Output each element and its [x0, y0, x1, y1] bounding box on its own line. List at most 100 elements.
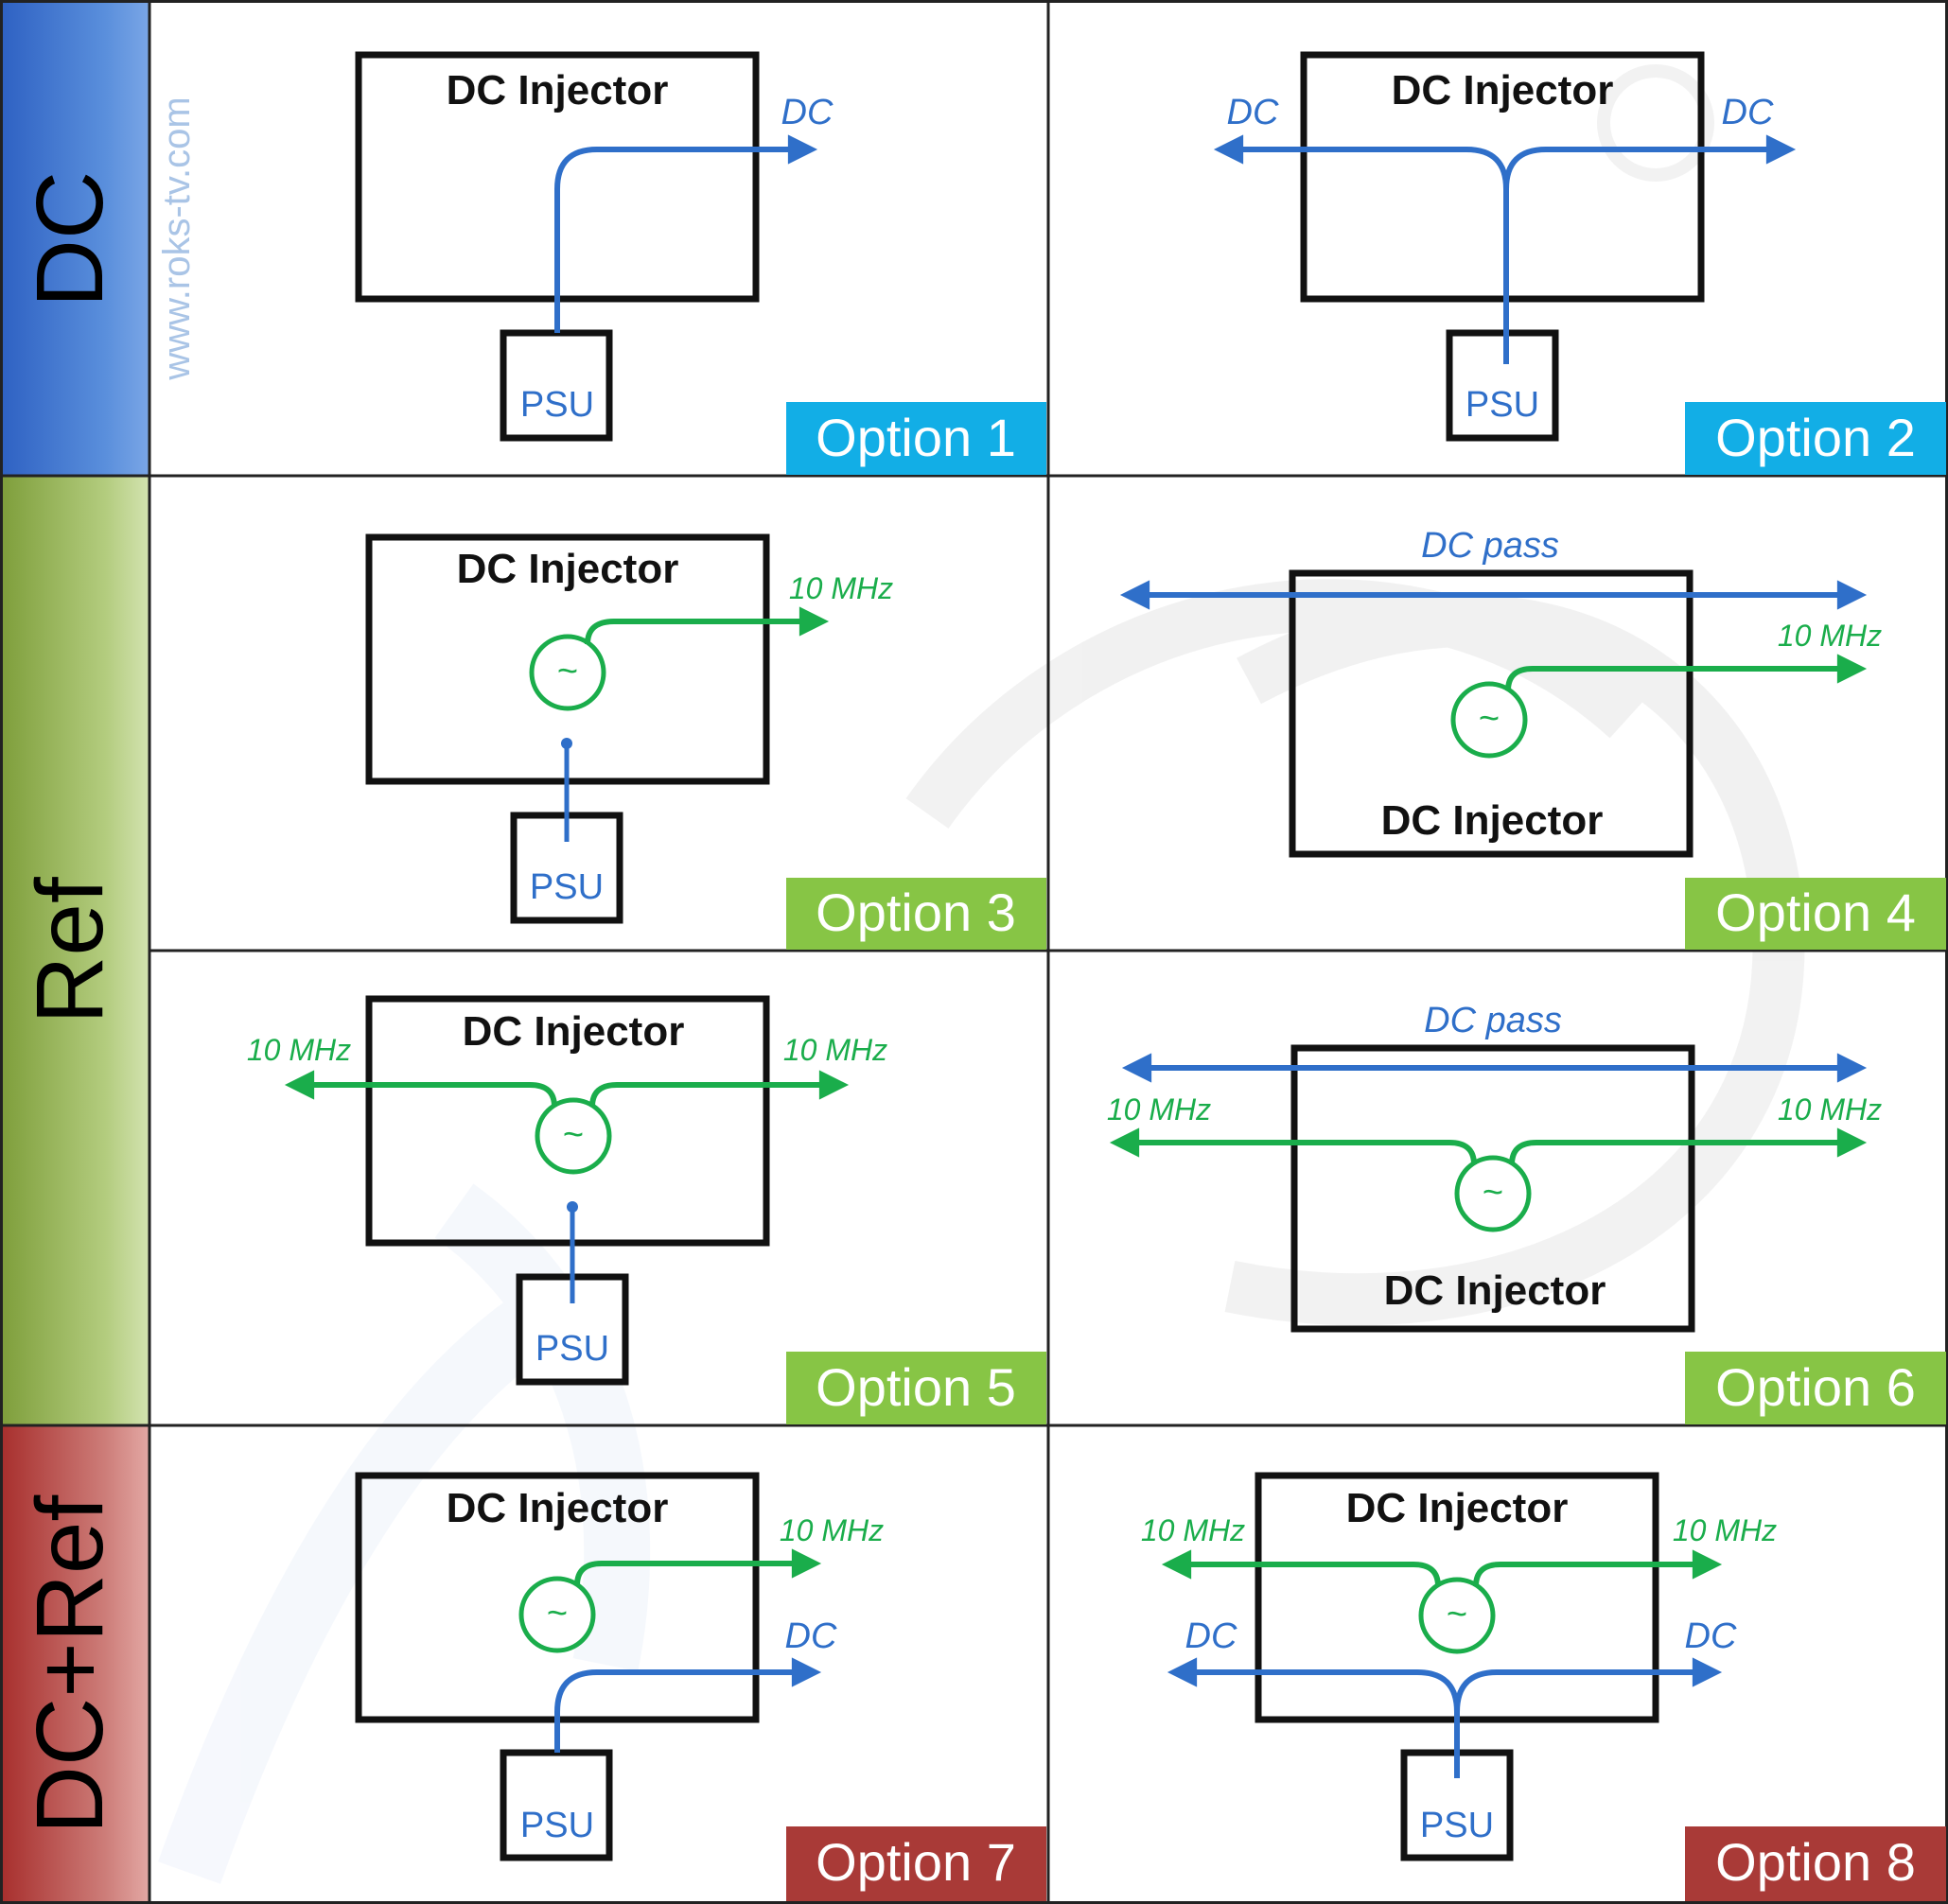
dc-pass-label: DC pass: [1421, 526, 1559, 566]
injector-box: [1300, 51, 1705, 303]
option-5-diagram: DC Injector ~ PSU 10 MHz 10 MHz: [247, 995, 887, 1386]
option-6-diagram: DC Injector DC pass ~ 10 MHz 10 MHz: [1107, 1001, 1882, 1333]
dc-left-label: DC: [1185, 1616, 1237, 1656]
oscillator-icon: [1418, 1577, 1496, 1654]
ref-right-label: 10 MHz: [1673, 1513, 1777, 1547]
psu-box: [1446, 329, 1559, 442]
option-tags: Option 1 Option 2 Option 3 Option 4 Opti…: [786, 402, 1946, 1901]
dc-output-label: DC: [781, 93, 834, 132]
injector-label: DC Injector: [1392, 67, 1614, 114]
psu-label: PSU: [1465, 385, 1539, 425]
ref-left-label: 10 MHz: [1107, 1092, 1211, 1127]
ref-left-label: 10 MHz: [247, 1033, 351, 1067]
injector-box: [1290, 1044, 1695, 1333]
ref-right-label: 10 MHz: [783, 1033, 887, 1067]
option-2-diagram: DC Injector PSU DC DC: [1213, 51, 1797, 442]
ref-line-right: [1473, 1549, 1723, 1587]
psu-box: [500, 1749, 613, 1861]
dc-output-label: DC: [785, 1616, 837, 1656]
dc-right-label: DC: [1722, 93, 1774, 132]
svg-text:Option 1: Option 1: [816, 408, 1016, 467]
injector-label: DC Injector: [457, 546, 679, 592]
option-4-diagram: DC Injector DC pass ~ 10 MHz: [1119, 526, 1882, 858]
psu-label: PSU: [1420, 1806, 1494, 1845]
injector-label: DC Injector: [447, 1485, 669, 1531]
svg-text:Option 6: Option 6: [1715, 1357, 1916, 1417]
option-tag-2: Option 2: [1685, 402, 1946, 475]
psu-label: PSU: [520, 385, 594, 425]
ref-output-label: 10 MHz: [780, 1513, 884, 1547]
svg-text:Option 2: Option 2: [1715, 408, 1916, 467]
injector-label: DC Injector: [1346, 1485, 1569, 1531]
oscillator-icon: [529, 634, 606, 711]
group-label-dc: DC: [17, 171, 123, 307]
injector-label: DC Injector: [447, 67, 669, 114]
oscillator-icon: [535, 1097, 612, 1175]
group-label-ref: Ref: [17, 877, 123, 1024]
dc-line-left: [1167, 1657, 1460, 1713]
dc-right-label: DC: [1685, 1616, 1737, 1656]
option-tag-4: Option 4: [1685, 878, 1946, 950]
option-7-diagram: DC Injector ~ PSU 10 MHz DC: [355, 1472, 884, 1861]
ref-line: [1505, 654, 1868, 691]
oscillator-icon: [1450, 681, 1528, 759]
ref-line-left: [1109, 1127, 1477, 1165]
option-8-diagram: DC Injector ~ PSU 10 MHz 10 MHz DC DC: [1141, 1472, 1777, 1861]
svg-text:Option 8: Option 8: [1715, 1832, 1916, 1892]
ref-left-label: 10 MHz: [1141, 1513, 1245, 1547]
option-tag-8: Option 8: [1685, 1826, 1946, 1901]
band-dcref: [3, 1425, 149, 1902]
option-tag-6: Option 6: [1685, 1352, 1946, 1424]
ref-line-right: [589, 1070, 850, 1108]
injector-label: DC Injector: [1384, 1267, 1606, 1314]
ref-output-label: 10 MHz: [1778, 619, 1882, 653]
dc-left-label: DC: [1227, 93, 1279, 132]
psu-box: [516, 1273, 629, 1386]
oscillator-symbol: ~: [1447, 1595, 1467, 1634]
option-tag-5: Option 5: [786, 1352, 1046, 1424]
injector-label: DC Injector: [1381, 797, 1604, 844]
svg-text:Option 7: Option 7: [816, 1832, 1016, 1892]
ref-line-left: [1161, 1549, 1441, 1587]
oscillator-symbol: ~: [563, 1115, 584, 1155]
oscillator-icon: [1454, 1155, 1532, 1232]
option-3-diagram: DC Injector ~ PSU 10 MHz: [365, 533, 893, 924]
svg-text:Option 4: Option 4: [1715, 882, 1916, 942]
group-bands: DC Ref DC+Ref: [3, 3, 149, 1902]
psu-box: [500, 329, 613, 442]
group-label-dcref: DC+Ref: [17, 1495, 123, 1835]
dc-pass-label: DC pass: [1424, 1001, 1562, 1040]
dc-line: [554, 134, 818, 333]
power-node: [567, 1201, 578, 1213]
injector-box: [1289, 569, 1694, 858]
power-node: [561, 738, 572, 749]
logo-watermark-bottom: [158, 1183, 651, 1884]
injector-label: DC Injector: [463, 1008, 685, 1055]
oscillator-symbol: ~: [1483, 1173, 1503, 1213]
oscillator-symbol: ~: [547, 1594, 568, 1633]
ref-right-label: 10 MHz: [1778, 1092, 1882, 1127]
ref-line-right: [1509, 1127, 1868, 1165]
logo-watermark: [905, 64, 1805, 1326]
injector-box: [365, 995, 770, 1247]
ref-line-left: [284, 1070, 557, 1108]
ref-output-label: 10 MHz: [789, 571, 893, 605]
ref-line: [585, 606, 830, 645]
option-tag-3: Option 3: [786, 878, 1046, 950]
option-1-diagram: DC Injector PSU DC: [355, 51, 834, 442]
option-tag-1: Option 1: [786, 402, 1046, 475]
band-dc: [3, 3, 149, 476]
band-ref: [3, 476, 149, 1425]
site-watermark: www.roks-tv.com: [156, 96, 198, 380]
oscillator-icon: [518, 1576, 596, 1653]
ref-line: [574, 1548, 822, 1586]
oscillator-symbol: ~: [1479, 699, 1500, 739]
dc-line: [554, 1657, 822, 1753]
psu-label: PSU: [530, 867, 604, 907]
option-tag-7: Option 7: [786, 1826, 1046, 1901]
oscillator-symbol: ~: [557, 652, 578, 691]
psu-label: PSU: [520, 1806, 594, 1845]
dc-line-left: [1213, 134, 1509, 190]
